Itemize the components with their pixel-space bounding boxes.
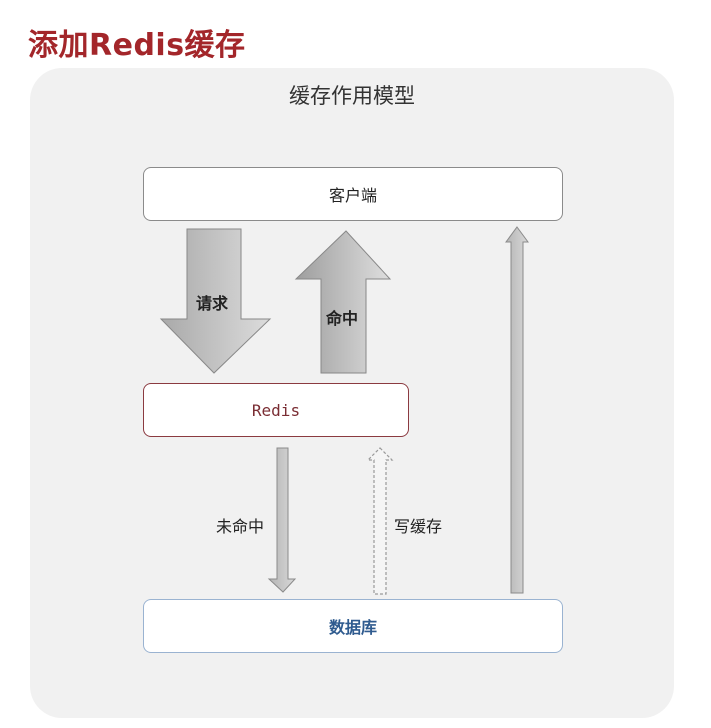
database-node: 数据库: [143, 599, 563, 653]
diagram-title: 缓存作用模型: [289, 84, 415, 108]
page-title: 添加Redis缓存: [28, 28, 246, 63]
hit-arrow: [294, 230, 392, 374]
miss-label: 未命中: [216, 517, 265, 536]
request-arrow: [159, 228, 272, 374]
miss-arrow: [267, 447, 297, 593]
diagram-panel: 缓存作用模型 客户端 Redis 数据库 请: [30, 68, 674, 718]
hit-label: 命中: [326, 309, 359, 328]
client-node: 客户端: [143, 167, 563, 221]
write-cache-arrow: [366, 447, 394, 595]
request-label: 请求: [196, 294, 229, 313]
diagram-arrows: [159, 226, 529, 595]
write-cache-label: 写缓存: [394, 517, 443, 536]
db-to-client-arrow: [505, 226, 529, 594]
redis-node: Redis: [143, 383, 409, 437]
